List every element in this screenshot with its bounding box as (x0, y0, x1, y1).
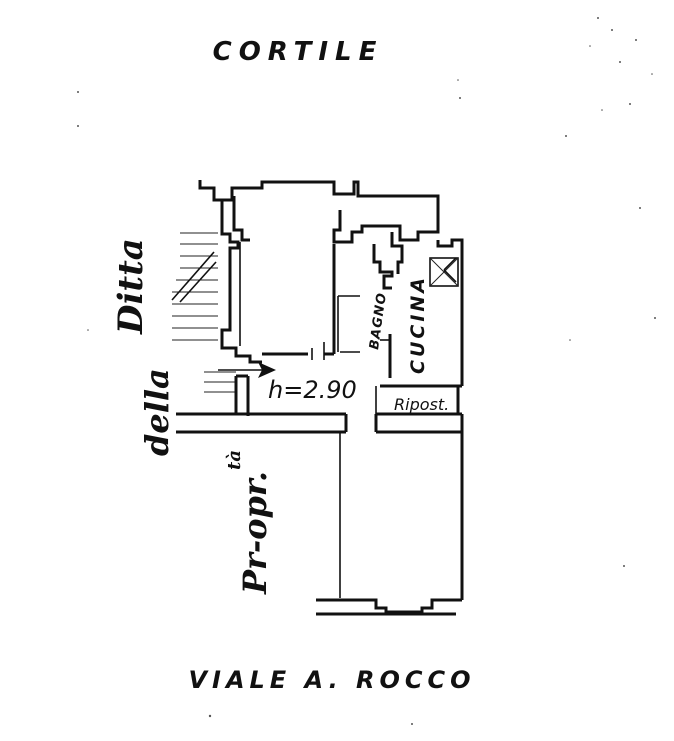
ceiling-height-note: h=2.90 (268, 376, 357, 404)
room-storage-label: Ripost. (394, 395, 449, 414)
adjacent-owner-label-della: della (138, 368, 176, 456)
entrance-arrow (218, 362, 276, 378)
adjacent-owner-superscript: tà (224, 450, 245, 470)
walls (176, 180, 464, 616)
staircase (171, 232, 236, 393)
street-label: VIALE A. ROCCO (188, 666, 475, 694)
courtyard-label: CORTILE (213, 37, 384, 67)
scan-speckles (77, 17, 656, 725)
room-kitchen-label: CUCINA (407, 275, 429, 374)
adjacent-owner-label-proprieta: Pr-opr. (236, 471, 274, 595)
adjacent-owner-label-ditta: Ditta (111, 238, 151, 335)
room-bathroom-label: BAGNO (367, 291, 390, 350)
